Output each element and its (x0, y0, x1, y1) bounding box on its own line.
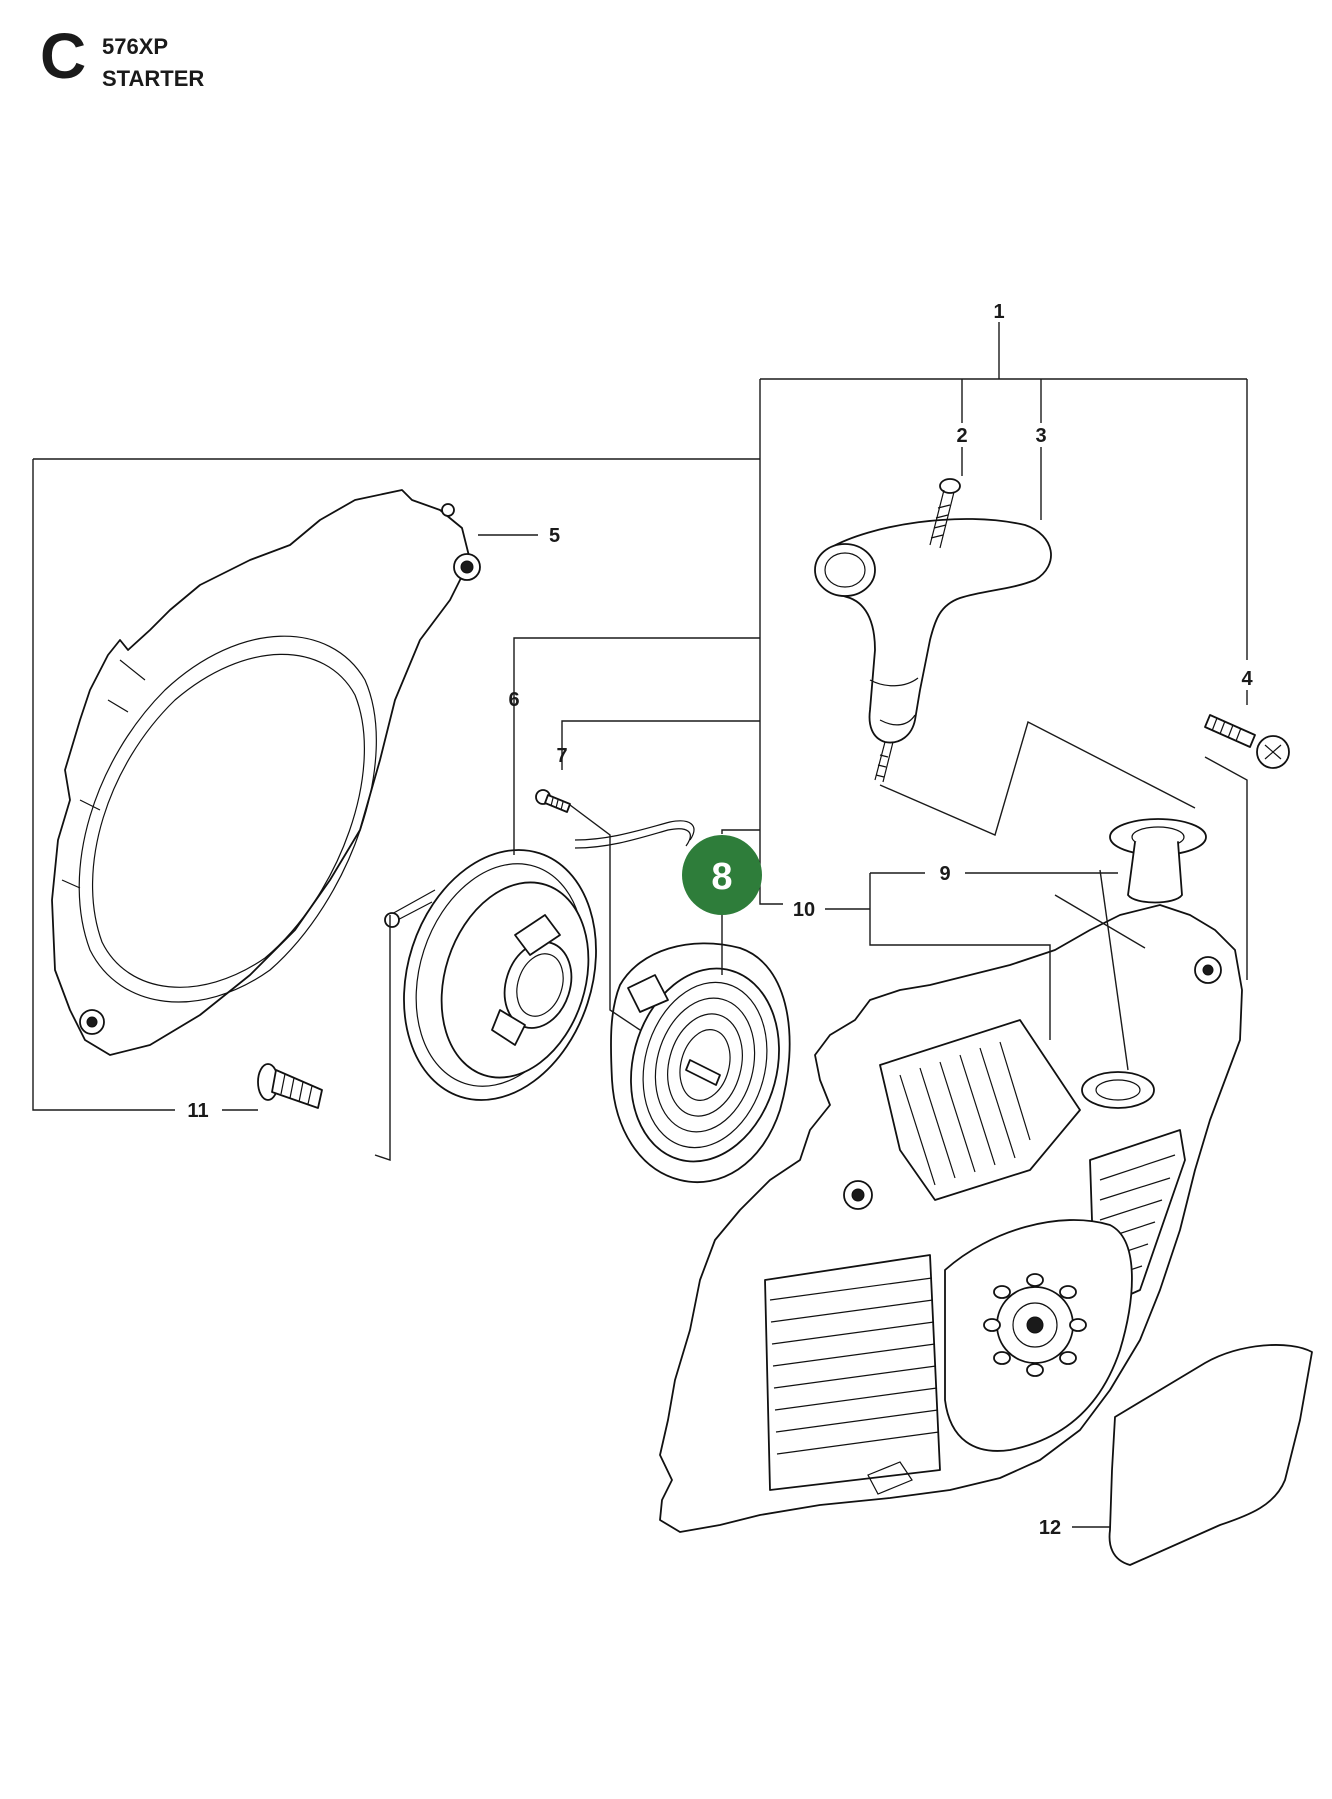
highlighted-callout-8[interactable]: 8 (682, 835, 762, 915)
part-6-rope-pulley[interactable] (373, 820, 695, 1125)
callout-10[interactable]: 10 (793, 899, 815, 921)
highlight-badge (682, 835, 762, 915)
part-10-starter-housing[interactable] (659, 904, 1243, 1533)
callout-6[interactable]: 6 (508, 689, 519, 711)
part-11-screw[interactable] (257, 1063, 323, 1109)
leader-lines (32, 322, 1248, 1528)
callout-1[interactable]: 1 (993, 301, 1004, 323)
callout-4[interactable]: 4 (1241, 668, 1253, 690)
model-code: 576XP (102, 34, 169, 59)
callout-7[interactable]: 7 (556, 745, 567, 767)
part-2-starter-rope[interactable] (874, 478, 961, 783)
part-5-cover-plate[interactable] (51, 489, 481, 1056)
callout-8: 8 (711, 856, 732, 898)
section-letter: C (40, 20, 87, 92)
callout-5[interactable]: 5 (549, 525, 560, 547)
part-4-screw[interactable] (1204, 714, 1290, 769)
part-9-rope-guide[interactable] (1109, 818, 1207, 904)
part-3-starter-handle[interactable] (814, 518, 1052, 744)
callout-12[interactable]: 12 (1039, 1517, 1061, 1539)
callout-9[interactable]: 9 (939, 863, 950, 885)
part-8-spring-cassette[interactable] (610, 942, 800, 1184)
page-header: C 576XP STARTER (40, 24, 440, 100)
section-name: STARTER (102, 66, 205, 91)
callout-2[interactable]: 2 (956, 425, 967, 447)
part-12-decal[interactable] (1108, 1344, 1313, 1566)
callout-11[interactable]: 11 (187, 1100, 208, 1122)
part-7-screw[interactable] (535, 789, 571, 813)
callout-labels: 1 2 3 4 5 6 7 9 10 11 12 (187, 301, 1253, 1539)
callout-3[interactable]: 3 (1035, 425, 1046, 447)
